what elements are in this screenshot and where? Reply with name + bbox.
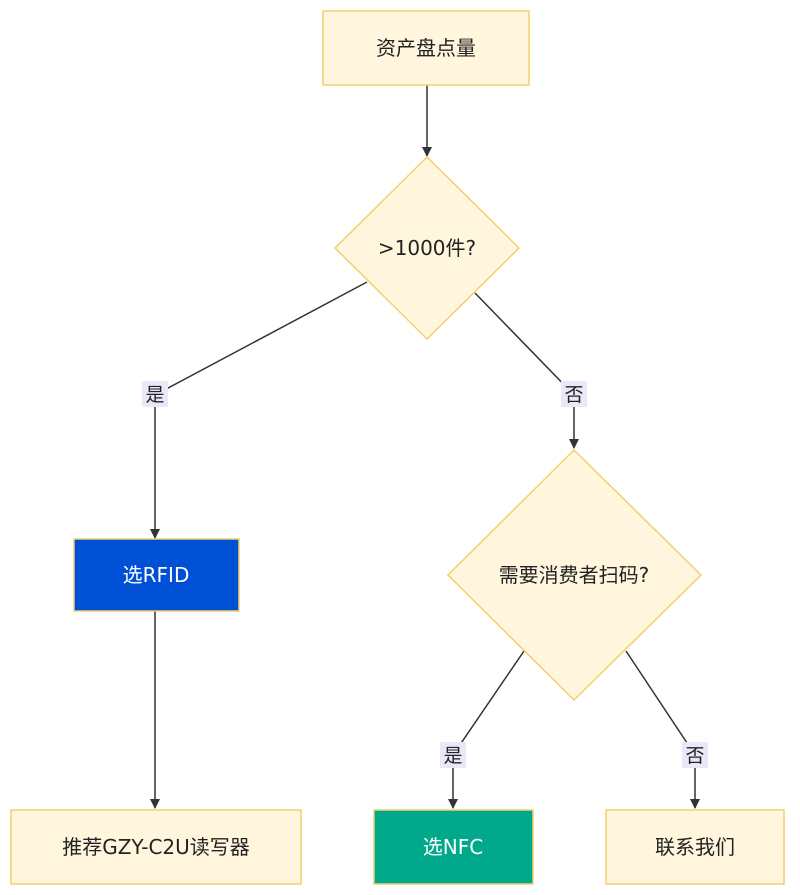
edge-label-qty-yes-text: 是 xyxy=(145,384,164,406)
edge-label-qty-no-text: 否 xyxy=(564,384,583,406)
node-contact: 联系我们 xyxy=(605,809,785,885)
node-decision-qty: >1000件? xyxy=(333,155,521,341)
node-contact-label: 联系我们 xyxy=(655,835,735,859)
node-rfid: 选RFID xyxy=(73,538,240,612)
node-rfid-label: 选RFID xyxy=(123,563,190,587)
node-reader: 推荐GZY-C2U读写器 xyxy=(10,809,302,885)
edge-qty-to-rfid xyxy=(150,281,368,539)
node-reader-label: 推荐GZY-C2U读写器 xyxy=(62,835,250,859)
node-nfc-label: 选NFC xyxy=(423,835,483,859)
edge-qty-to-scan xyxy=(474,292,579,449)
edge-label-scan-no: 否 xyxy=(682,742,708,768)
edge-scan-to-contact xyxy=(625,650,700,809)
edge-label-qty-no: 否 xyxy=(561,381,587,407)
node-start: 资产盘点量 xyxy=(322,10,530,86)
edge-label-scan-no-text: 否 xyxy=(685,745,704,767)
edge-label-qty-yes: 是 xyxy=(142,381,168,407)
node-decision-qty-label: >1000件? xyxy=(378,236,476,260)
node-decision-scan: 需要消费者扫码? xyxy=(446,448,703,702)
edge-scan-to-nfc xyxy=(448,650,525,809)
node-start-label: 资产盘点量 xyxy=(376,36,476,60)
edge-label-scan-yes: 是 xyxy=(440,742,466,768)
node-decision-scan-label: 需要消费者扫码? xyxy=(499,563,650,587)
edge-label-scan-yes-text: 是 xyxy=(443,745,462,767)
node-nfc: 选NFC xyxy=(373,809,534,885)
